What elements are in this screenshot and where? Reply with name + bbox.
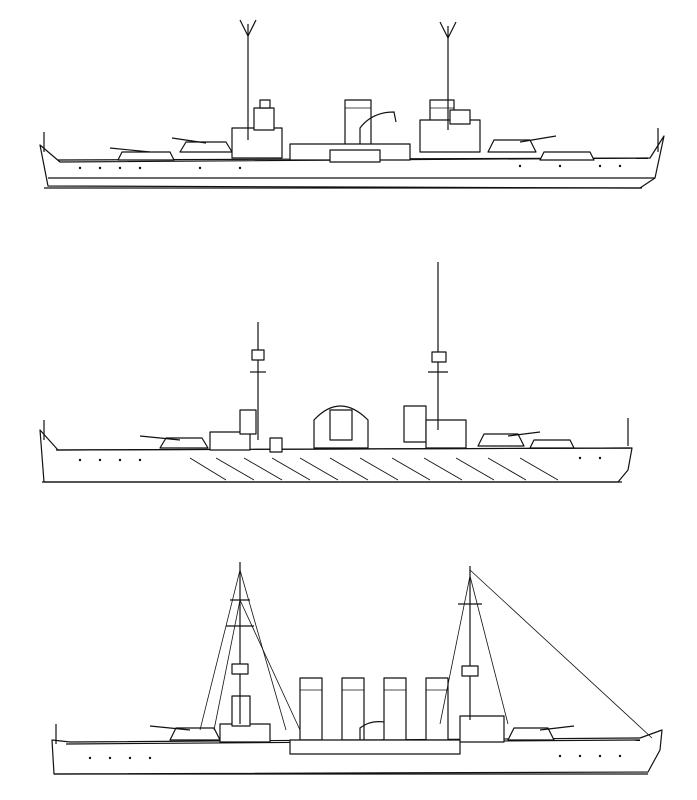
ship-1-fore-top <box>259 99 271 109</box>
ship-1-aft-mast-yard-b <box>447 21 457 39</box>
ship-2-aft-turret-1 <box>477 433 525 447</box>
ship-2-fore-tower <box>239 409 257 435</box>
ship-2-midship-funnel <box>329 409 353 441</box>
ship-3-funnel-3 <box>383 677 407 741</box>
ship-3-portholes <box>88 754 622 760</box>
ship-1-fore-bridge <box>231 127 283 159</box>
ship-profile-1 <box>39 19 665 189</box>
ship-3-fore-bridge <box>219 723 271 743</box>
ship-2-aft-bridge <box>425 419 467 449</box>
ship-1-fore-mast-yard-b <box>247 19 257 37</box>
ship-2-hull-hatching <box>189 457 559 481</box>
ship-1-portholes <box>78 164 622 170</box>
ship-1-fore-mast-yard-a <box>239 19 249 37</box>
ship-2-portholes <box>78 456 602 462</box>
ship-3-midship-casemate <box>289 739 461 755</box>
ship-2-aft-turret-2 <box>529 439 575 449</box>
ship-3-funnel-4 <box>425 677 449 741</box>
ship-1-aft-tower <box>449 109 471 125</box>
ship-3-aft-gun <box>539 725 575 731</box>
ship-1-crane <box>359 111 397 150</box>
ship-3-fore-gun <box>149 725 191 731</box>
ship-3-aft-turret <box>507 727 555 741</box>
ship-1-aft-gun-1 <box>519 135 557 143</box>
ship-1-fore-turret <box>117 151 175 161</box>
ship-3-aft-top <box>461 665 479 677</box>
ship-3-funnel-2 <box>341 677 365 741</box>
ship-1-fore-tower <box>253 107 275 131</box>
ship-3-fore-turret <box>169 727 221 741</box>
ship-3-boat-crane <box>359 721 385 742</box>
ship-1-funnel-1 <box>344 99 372 151</box>
ship-1-aft-mast-yard-a <box>439 21 449 39</box>
ship-2-fore-gun <box>139 435 181 441</box>
ship-2-fore-bridge <box>209 431 251 451</box>
ship-3-fore-top <box>231 663 249 675</box>
ship-1-fore-gun <box>109 147 151 153</box>
ship-profile-3 <box>51 562 663 775</box>
ship-1-turret-2 <box>179 141 233 153</box>
ship-2-aft-mast-platform <box>431 351 447 363</box>
ship-3-fore-rigging <box>199 569 301 731</box>
ship-2-funnel-1 <box>269 437 283 453</box>
ship-1-aft-turret-2 <box>539 151 595 161</box>
ship-3-funnels <box>299 677 449 741</box>
ship-3-funnel-1 <box>299 677 323 741</box>
ship-2-fore-mast-platform <box>251 349 265 361</box>
ship-2-funnel-2 <box>403 405 427 443</box>
ship-2-aft-gun <box>507 431 541 437</box>
ship-3-aft-rigging <box>439 569 653 739</box>
ship-profile-2 <box>39 262 633 483</box>
ship-1-aft-turret-1 <box>487 139 537 153</box>
ship-3-fore-tower <box>231 695 251 727</box>
ship-3-aft-bridge <box>459 715 505 743</box>
ship-1-gun-2 <box>171 137 207 144</box>
ship-1-aft-bridge <box>419 119 481 153</box>
ship-1-midship-turret <box>329 149 381 163</box>
ship-2-fore-turret <box>159 437 209 449</box>
